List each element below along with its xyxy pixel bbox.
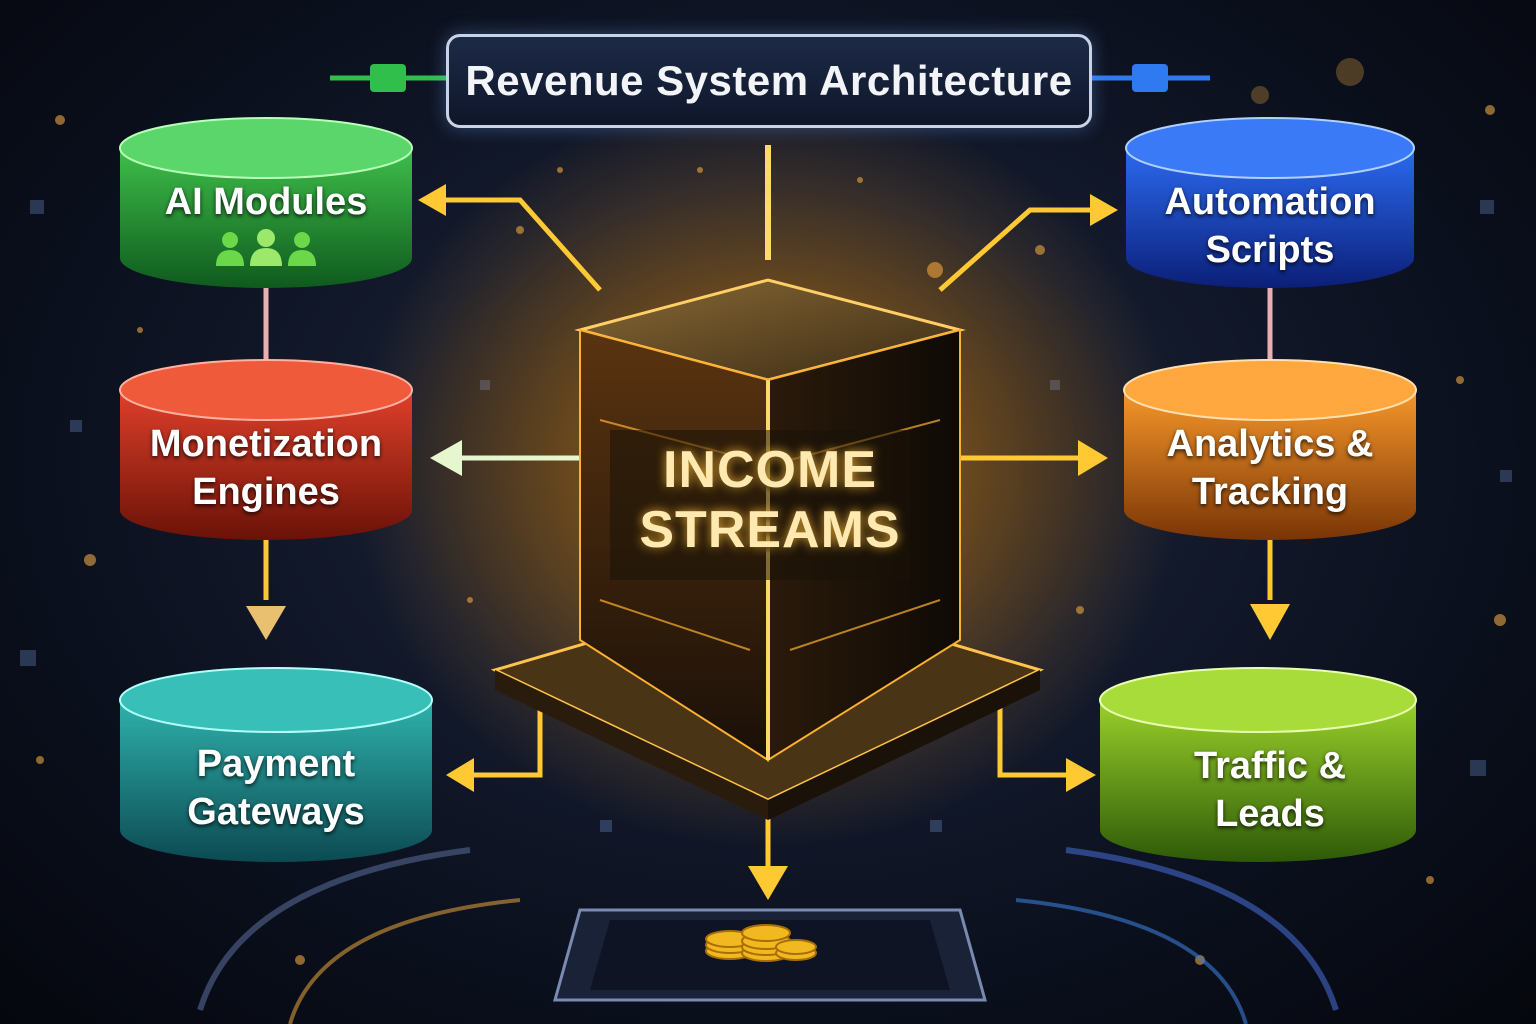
arrow-to-monetization: [430, 440, 462, 476]
arrowheads: [246, 184, 1290, 900]
center-line1: INCOME: [663, 441, 877, 499]
circuit-arc-inner: [288, 898, 521, 1024]
node-automation-line1: Automation: [1164, 181, 1376, 223]
cylinder-payment: [119, 667, 433, 862]
node-analytics: Analytics & Tracking: [1130, 420, 1410, 516]
arrow-to-output: [748, 866, 788, 900]
diagram-title: Revenue System Architecture: [446, 34, 1092, 128]
arrow-to-payment: [446, 758, 474, 792]
central-processor-cube: [574, 278, 966, 762]
node-payment: Payment Gateways: [136, 740, 416, 836]
arrow-to-automation: [1090, 194, 1118, 226]
people-group-icon: [216, 229, 316, 266]
title-node-right: [1132, 64, 1168, 92]
cylinder-automation: [1125, 117, 1415, 288]
cylinder-analytics: [1123, 359, 1417, 540]
cylinder-traffic: [1099, 667, 1417, 862]
node-traffic-line1: Traffic &: [1193, 745, 1347, 787]
cylinder-ai-modules: [119, 117, 413, 288]
node-payment-line1: Payment: [196, 743, 356, 785]
arrow-to-ai-modules: [418, 184, 446, 216]
circuit-arc-outer: [197, 847, 471, 1011]
node-automation-line2: Scripts: [1205, 229, 1335, 271]
arrow-to-analytics: [1078, 440, 1108, 476]
arrow-to-traffic: [1066, 758, 1096, 792]
node-monetization-line2: Engines: [192, 471, 340, 513]
node-ai-modules-label: AI Modules: [164, 181, 368, 223]
node-monetization-line1: Monetization: [149, 423, 383, 465]
center-line2: STREAMS: [639, 501, 901, 559]
node-automation: Automation Scripts: [1130, 178, 1410, 274]
node-monetization: Monetization Engines: [126, 420, 406, 516]
node-traffic-line2: Leads: [1215, 793, 1325, 835]
circuit-arc-outer-right: [1065, 847, 1339, 1011]
title-node-left: [370, 64, 406, 92]
node-ai-modules: AI Modules: [136, 178, 396, 226]
node-payment-line2: Gateways: [187, 791, 365, 833]
arrow-analytics-to-traffic: [1250, 604, 1290, 640]
node-analytics-line1: Analytics &: [1166, 423, 1374, 465]
cylinder-monetization: [119, 359, 413, 540]
gold-coins-icon: [705, 924, 817, 962]
circuit-arc-inner-right: [1015, 898, 1248, 1024]
arrow-monetization-to-payment: [246, 606, 286, 640]
node-traffic: Traffic & Leads: [1130, 742, 1410, 838]
node-analytics-line2: Tracking: [1191, 471, 1349, 513]
center-income-streams: INCOME STREAMS: [620, 440, 920, 560]
